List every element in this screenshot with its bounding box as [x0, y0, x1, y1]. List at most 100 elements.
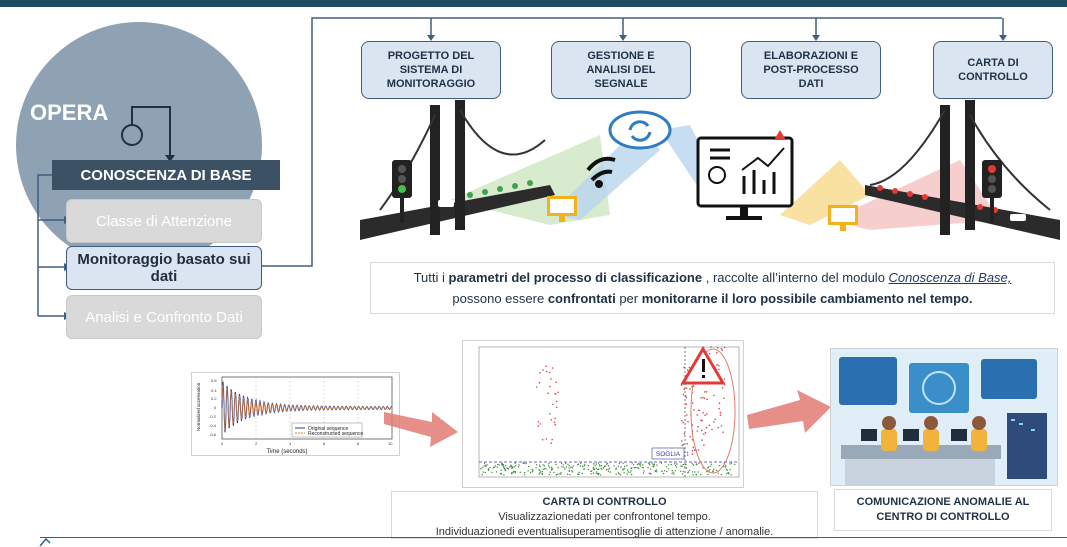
warning-triangle-icon	[680, 346, 726, 385]
stage-progetto[interactable]: PROGETTO DEL SISTEMA DI MONITORAGGIO	[361, 41, 501, 99]
data-point	[592, 468, 594, 470]
data-point	[483, 465, 486, 467]
data-point	[666, 470, 668, 473]
anomaly-point	[720, 425, 723, 427]
data-point	[551, 466, 553, 468]
data-point	[671, 472, 673, 475]
data-point	[539, 465, 541, 468]
anomaly-point	[549, 385, 551, 388]
data-point	[652, 465, 655, 468]
anomaly-point	[710, 346, 712, 348]
data-point	[562, 464, 564, 466]
data-point	[542, 468, 544, 470]
data-point	[566, 473, 569, 475]
data-point	[682, 470, 684, 473]
data-point	[692, 474, 694, 476]
data-point	[673, 473, 675, 475]
data-point	[551, 468, 554, 470]
anomaly-point	[711, 428, 713, 431]
data-point	[484, 471, 486, 474]
anomaly-point	[718, 368, 720, 371]
data-point	[485, 464, 487, 466]
data-point	[513, 466, 515, 468]
data-point	[531, 471, 534, 473]
data-point	[527, 470, 529, 472]
anomaly-point	[538, 381, 541, 384]
data-point	[498, 464, 500, 466]
anomaly-point	[688, 366, 691, 369]
monitoring-illustration	[360, 100, 1060, 240]
anomaly-point	[701, 419, 703, 422]
data-point	[560, 462, 563, 464]
data-point	[538, 473, 540, 475]
note-line-2: possono essere confrontati per monitorar…	[452, 291, 973, 306]
anomaly-point	[705, 391, 708, 393]
data-point	[661, 470, 663, 472]
stage-carta[interactable]: CARTA DI CONTROLLO	[933, 41, 1053, 99]
y-tick: 0.6	[211, 378, 217, 383]
data-point	[647, 462, 650, 464]
opera-title: OPERA	[30, 100, 109, 125]
x-tick: 6	[323, 441, 326, 446]
data-point	[671, 470, 673, 472]
conoscenza-link[interactable]: Conoscenza di Base,	[888, 270, 1012, 285]
data-point	[675, 466, 678, 468]
y-tick: 0	[214, 405, 217, 410]
data-point	[608, 467, 611, 469]
signal-ylabel: Normalized acceleration	[196, 382, 201, 431]
anomaly-point	[535, 386, 538, 388]
module-analisi-confronto[interactable]: Analisi e Confronto Dati	[66, 295, 262, 339]
anomaly-point	[713, 421, 715, 423]
anomaly-point	[696, 414, 698, 416]
module-classe-attenzione[interactable]: Classe di Attenzione	[66, 199, 262, 243]
conoscenza-di-base-box[interactable]: CONOSCENZA DI BASE	[52, 160, 280, 190]
anomaly-point	[545, 370, 548, 373]
data-point	[581, 472, 584, 475]
anomaly-point	[686, 454, 689, 456]
data-point	[500, 469, 502, 471]
data-point	[543, 468, 546, 470]
module-monitoraggio[interactable]: Monitoraggio basato sui dati	[66, 246, 262, 290]
data-point	[615, 467, 617, 469]
anomaly-point	[686, 369, 689, 371]
anomaly-point	[702, 396, 704, 399]
data-point	[567, 463, 569, 465]
data-point	[514, 470, 516, 473]
anomaly-point	[686, 443, 688, 445]
data-point	[486, 464, 488, 466]
data-point	[495, 471, 498, 473]
data-point	[698, 462, 700, 464]
data-point	[606, 463, 608, 465]
anomaly-point	[689, 388, 691, 390]
control-chart: SOGLIA	[462, 340, 744, 488]
data-point	[627, 469, 629, 471]
data-point	[547, 465, 550, 467]
data-point	[518, 466, 520, 468]
stage-gestione[interactable]: GESTIONE E ANALISI DEL SEGNALE	[551, 41, 691, 99]
data-point	[570, 466, 572, 468]
y-tick: 0.2	[211, 396, 217, 401]
data-point	[603, 466, 606, 468]
data-point	[618, 462, 620, 465]
data-point	[674, 464, 677, 467]
data-point	[577, 473, 579, 475]
data-point	[548, 463, 550, 465]
monitor-yellow-icon-2	[828, 205, 858, 231]
data-point	[560, 473, 562, 475]
data-point	[720, 473, 723, 476]
anomaly-point	[555, 406, 558, 409]
data-point	[642, 472, 645, 474]
data-point	[697, 471, 699, 473]
anomaly-point	[704, 431, 707, 434]
stage-elaborazioni[interactable]: ELABORAZIONI E POST-PROCESSO DATI	[741, 41, 881, 99]
anomaly-point	[723, 397, 725, 400]
data-point	[590, 470, 592, 473]
anomaly-point	[551, 438, 553, 441]
data-point	[680, 465, 682, 467]
data-point	[629, 471, 631, 473]
data-point	[623, 468, 626, 470]
data-point	[600, 465, 603, 467]
anomaly-point	[684, 395, 687, 397]
data-point	[642, 467, 644, 469]
data-point	[607, 468, 609, 471]
